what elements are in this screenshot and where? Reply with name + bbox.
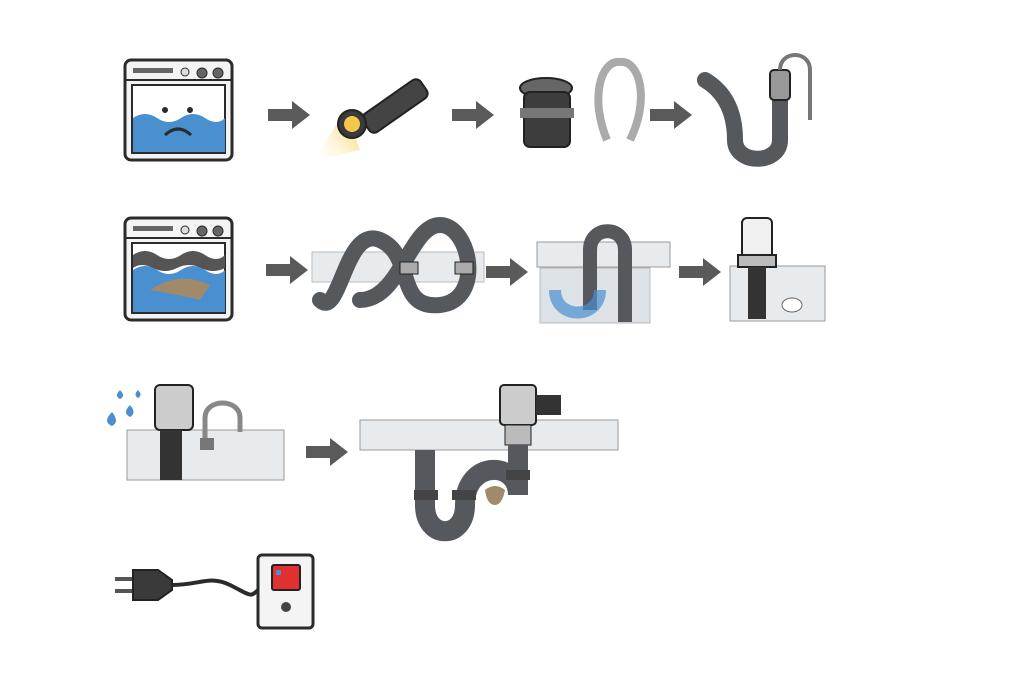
power-plug-icon <box>115 569 260 601</box>
air-gap-icon <box>729 217 826 322</box>
arrow-icon <box>266 256 308 284</box>
kinked-hose-icon <box>311 216 485 314</box>
arrow-icon <box>486 258 528 286</box>
sink-drain-loop-icon <box>536 224 671 324</box>
leaking-air-gap-icon <box>107 384 285 481</box>
arrow-icon <box>650 101 692 129</box>
wall-switch-icon <box>256 553 315 630</box>
drain-hose-icon <box>697 53 812 167</box>
dirty-water-dishwasher-icon <box>123 216 234 322</box>
arrow-icon <box>268 101 310 129</box>
flashlight-icon <box>315 78 429 160</box>
sad-dishwasher-icon <box>123 58 234 162</box>
clogged-sink-trap-icon <box>359 384 619 542</box>
arrow-icon <box>452 101 494 129</box>
drain-filter-icon <box>519 58 645 148</box>
arrow-icon <box>306 438 348 466</box>
arrow-icon <box>679 258 721 286</box>
